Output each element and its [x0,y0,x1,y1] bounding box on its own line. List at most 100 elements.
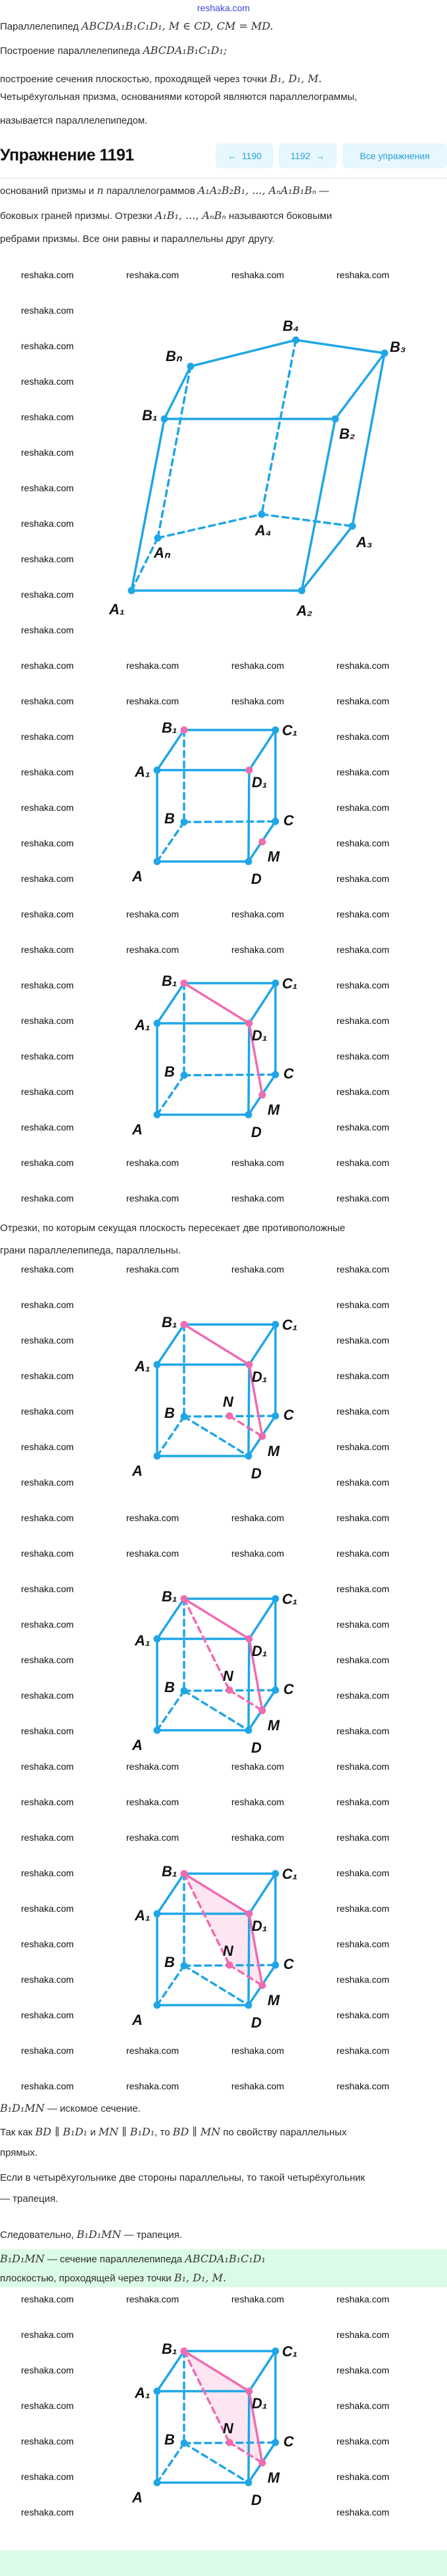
prism-edge [294,339,386,354]
label-A: A [131,2489,143,2506]
given-math: ABCDA₁B₁C₁D₁, M ∈ CD, CM = MD. [81,20,273,32]
section-nm [228,1415,264,1438]
label-C: C [283,1407,294,1423]
vertex-N [225,1412,233,1420]
vertex-A1 [153,2387,161,2395]
cube-hidden-edge [156,1689,185,1732]
vertex-B [180,818,188,826]
prev-exercise-button[interactable]: ← 1190 [216,143,273,168]
label-N: N [223,1668,234,1684]
section-fill [184,2351,262,2463]
answer-text: плоскостью, проходящей через точки [0,2273,174,2284]
cube-edge [156,1597,185,1640]
label-B: B [164,1405,175,1421]
vertex-C [271,1961,279,1969]
vertex-M [258,1707,266,1714]
section-b1d1 [183,982,250,1025]
label-C: C [283,1956,294,1972]
prism-hidden-edge [260,339,297,516]
label-B: B [164,1063,175,1080]
trapezoid-text: — трапеция. [121,2229,183,2241]
label-B1: B₁ [162,973,177,989]
section-d1m [248,1022,264,1096]
theory-text: параллелограммов [103,185,198,197]
cube-edge [248,1323,277,1366]
vertex-B1 [160,415,168,423]
section-d1m [248,1638,264,1712]
prism-hidden-edge [260,513,354,527]
all-exercises-button[interactable]: Все упражнения [342,143,447,168]
cube-edge [247,1022,250,1116]
task-math: B₁, D₁, M. [270,72,322,85]
vertex-D [245,2479,252,2487]
reason-text: Так как [0,2127,35,2138]
label-B: B [164,1954,175,1970]
label-N: N [223,1394,234,1410]
vertex-C [271,2439,279,2446]
theory-math: n [97,184,104,197]
label-D1: D₁ [252,2395,268,2412]
cube-edge [248,729,277,771]
result-math: B₁D₁MN [0,2102,45,2114]
vertex-C [271,1412,279,1420]
cube-edge [248,2350,277,2393]
reason-text: и [87,2127,99,2138]
theory-text: оснований призмы и [0,185,97,197]
reason-math: MN ∥ B₁D₁ [98,2126,155,2138]
vertex-B1 [180,979,188,987]
label-A3: A₃ [356,534,372,550]
vertex-C [271,1071,279,1079]
label-B1: B₁ [162,1588,177,1605]
theory-text: боковых граней призмы. Отрезки [0,210,155,222]
label-A1: A₁ [134,764,151,780]
theory-math: A₁B₁, ..., AₙBₙ [154,209,226,222]
label-C: C [283,1065,294,1082]
cube-edge [247,2390,250,2484]
vertex-D1 [245,1019,253,1027]
prism-edge [130,418,166,592]
vertex-D [245,1452,252,1460]
vertex-A1 [128,587,135,595]
section-nm [228,1964,264,1987]
label-M: M [268,2469,280,2486]
arrow-left-icon: ← [227,151,237,161]
label-A: A [131,1121,143,1138]
reason-math: BD ∥ B₁D₁ [35,2126,88,2138]
vertex-C1 [271,1595,279,1603]
vertex-A4 [258,510,266,518]
vertex-A1 [153,1910,161,1918]
label-A1: A₁ [134,1358,151,1374]
section-nm [228,1689,264,1712]
cube-hidden-edge [156,821,185,863]
vertex-C [271,817,279,825]
reason-line-1: Так как BD ∥ B₁D₁ и MN ∥ B₁D₁, то BD ∥ M… [0,2126,346,2139]
label-C1: C₁ [282,2343,298,2360]
label-B: B [164,2431,175,2448]
label-D1: D₁ [252,1643,268,1659]
label-B2: B₂ [339,425,355,442]
label-B4: B₄ [283,318,299,334]
label-D: D [251,1124,262,1140]
vertex-B4 [292,336,300,344]
vertex-A [153,2001,161,2009]
vertex-B3 [381,349,388,357]
trapezoid-rule-line-1: Если в четырёхугольнике две стороны пара… [0,2172,365,2183]
answer-box [0,2249,447,2287]
vertex-B1 [180,1870,188,1878]
theory-text: называются боковыми [225,210,333,222]
definition-line-2: называется параллелепипедом. [0,115,148,126]
vertex-B2 [331,415,339,423]
label-C: C [283,812,294,829]
vertex-N [225,1961,233,1969]
property-line-2: грани параллелепипеда, параллельны. [0,1245,181,1256]
theory-math: A₁A₂B₂B₁, ..., AₙA₁B₁Bₙ [197,184,317,197]
vertex-C1 [271,1870,279,1878]
vertex-B1 [180,2347,188,2355]
vertex-B [180,1687,188,1695]
footer-band [0,2550,447,2576]
site-logo[interactable]: reshaka.com [197,3,250,13]
next-exercise-button[interactable]: 1192 → [279,143,337,168]
